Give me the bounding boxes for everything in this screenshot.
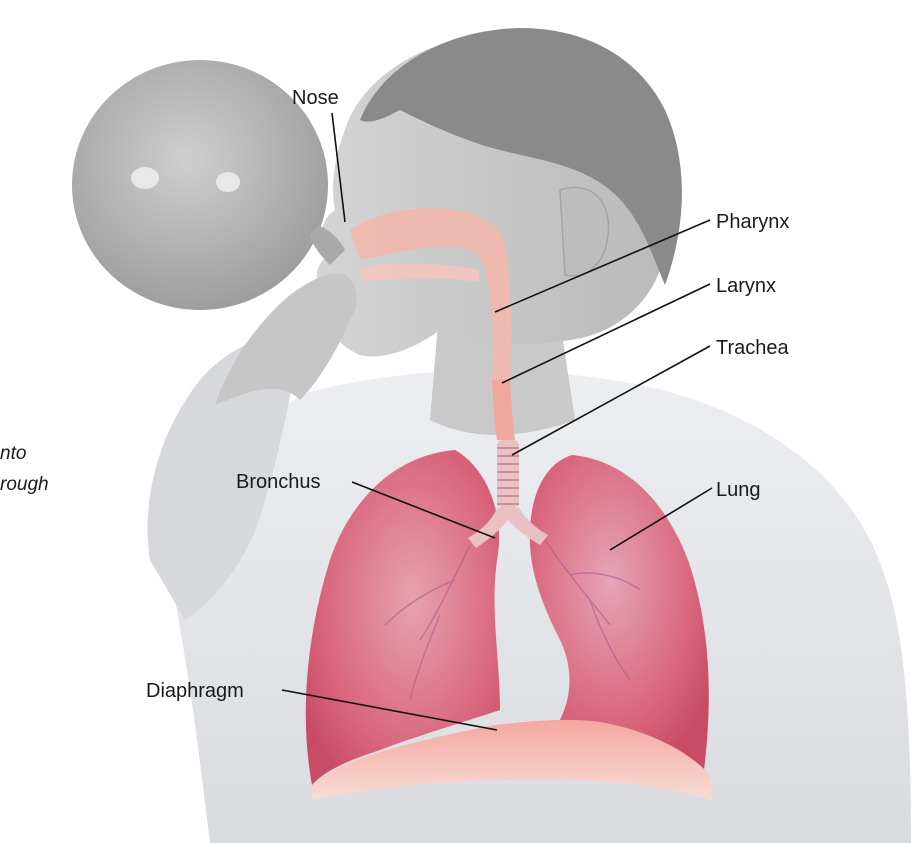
label-nose: Nose (292, 87, 339, 109)
cut-off-text-line-1: nto (0, 443, 26, 464)
cut-off-text-line-2: rough (0, 474, 49, 495)
trachea-shape (497, 440, 519, 508)
label-diaphragm: Diaphragm (146, 680, 244, 702)
balloon-highlight-left (131, 167, 159, 189)
balloon (72, 60, 328, 310)
label-larynx: Larynx (716, 275, 776, 297)
boy-figure (72, 28, 911, 843)
balloon-highlight-right (216, 172, 240, 192)
label-bronchus: Bronchus (236, 471, 321, 493)
label-lung: Lung (716, 479, 761, 501)
label-pharynx: Pharynx (716, 211, 789, 233)
label-trachea: Trachea (716, 337, 790, 359)
